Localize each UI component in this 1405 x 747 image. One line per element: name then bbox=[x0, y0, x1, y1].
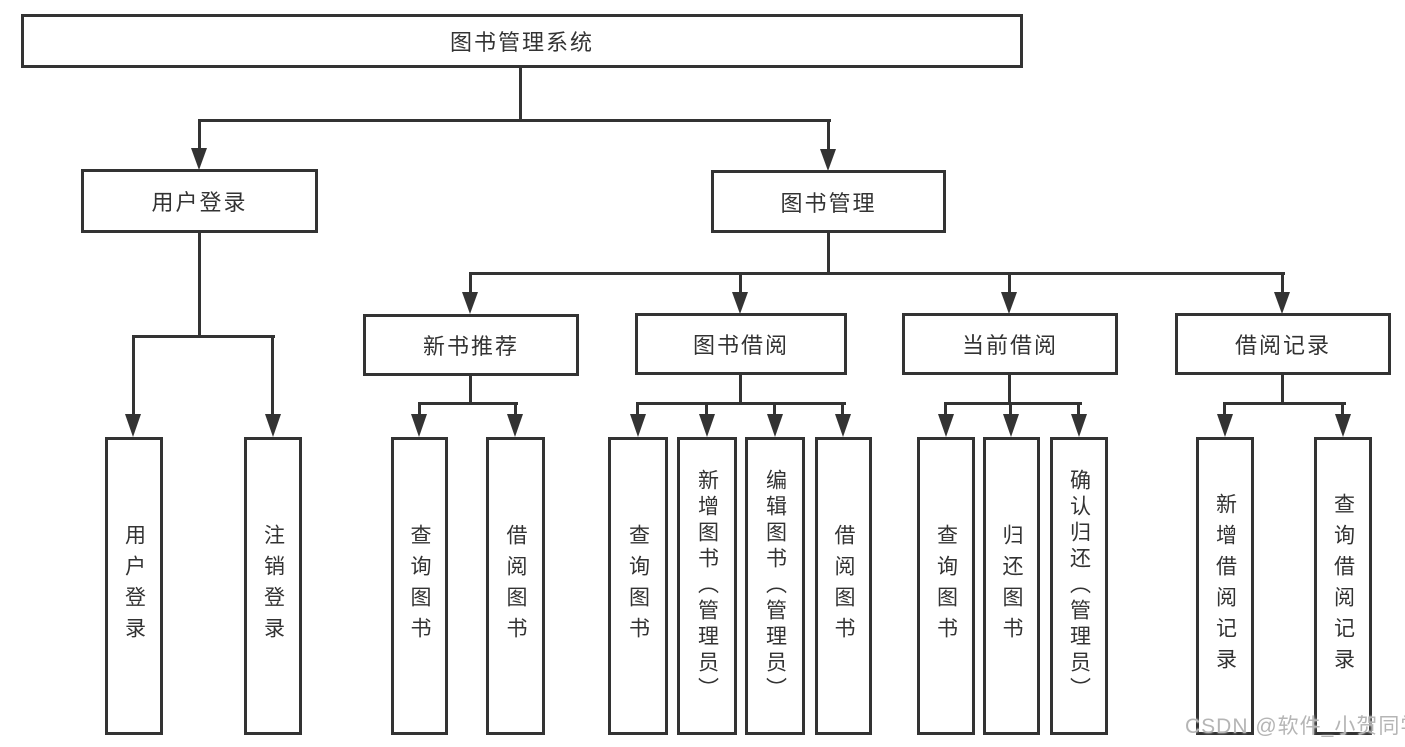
leaf-query-book-3: 查询图书 bbox=[917, 437, 975, 735]
leaf-add-borrow-record: 新增借阅记录 bbox=[1196, 437, 1254, 735]
node-current-borrow: 当前借阅 bbox=[902, 313, 1118, 375]
connector bbox=[1281, 373, 1284, 405]
leaf-add-book-admin: 新增图书（管理员） bbox=[677, 437, 737, 735]
arrowhead bbox=[191, 148, 207, 170]
csdn-watermark: CSDN @软件_小贺同学 bbox=[1185, 715, 1405, 738]
connector bbox=[841, 402, 844, 416]
connector bbox=[132, 335, 135, 417]
arrowhead bbox=[411, 414, 427, 437]
connector bbox=[198, 119, 831, 122]
connector bbox=[636, 402, 639, 416]
leaf-query-book-1: 查询图书 bbox=[391, 437, 448, 735]
leaf-confirm-return-admin: 确认归还（管理员） bbox=[1050, 437, 1108, 735]
connector bbox=[827, 231, 830, 275]
connector bbox=[198, 231, 201, 338]
connector bbox=[132, 335, 275, 338]
node-label: 新书推荐 bbox=[422, 334, 519, 359]
arrowhead bbox=[630, 414, 646, 437]
connector bbox=[739, 272, 742, 294]
connector bbox=[944, 402, 1082, 405]
arrowhead bbox=[1217, 414, 1233, 437]
connector bbox=[418, 402, 421, 416]
leaf-query-book-2: 查询图书 bbox=[608, 437, 668, 735]
arrowhead bbox=[1003, 414, 1019, 437]
connector bbox=[636, 402, 846, 405]
node-label: 新增借阅记录 bbox=[1213, 493, 1237, 679]
arrowhead bbox=[125, 414, 141, 437]
arrowhead bbox=[732, 292, 748, 314]
node-label: 查询借阅记录 bbox=[1331, 493, 1355, 679]
node-user-login: 用户登录 bbox=[81, 169, 318, 233]
node-book-management: 图书管理 bbox=[711, 170, 946, 233]
connector bbox=[519, 66, 522, 121]
node-label: 图书管理系统 bbox=[449, 30, 594, 55]
node-label: 借阅图书 bbox=[504, 524, 527, 648]
connector bbox=[198, 119, 201, 150]
connector bbox=[739, 373, 742, 405]
connector bbox=[1223, 402, 1226, 416]
node-label: 注销登录 bbox=[261, 524, 285, 648]
connector bbox=[271, 335, 274, 417]
leaf-borrow-book-2: 借阅图书 bbox=[815, 437, 872, 735]
connector bbox=[1223, 402, 1346, 405]
node-library-system: 图书管理系统 bbox=[21, 14, 1023, 68]
node-label: 图书管理 bbox=[780, 190, 877, 216]
arrowhead bbox=[265, 414, 281, 437]
connector bbox=[1077, 402, 1080, 416]
node-label: 查询图书 bbox=[408, 524, 431, 648]
leaf-user-login: 用户登录 bbox=[105, 437, 163, 735]
arrowhead bbox=[699, 414, 715, 437]
node-book-borrow: 图书借阅 bbox=[635, 313, 847, 375]
connector bbox=[469, 272, 472, 294]
leaf-logout: 注销登录 bbox=[244, 437, 302, 735]
connector bbox=[944, 402, 947, 416]
node-label: 编辑图书（管理员） bbox=[763, 469, 787, 703]
connector bbox=[1281, 272, 1284, 294]
connector bbox=[418, 402, 518, 405]
node-label: 借阅记录 bbox=[1234, 333, 1331, 358]
connector bbox=[773, 402, 776, 416]
node-label: 当前借阅 bbox=[961, 333, 1058, 358]
arrowhead bbox=[1274, 292, 1290, 314]
arrowhead bbox=[938, 414, 954, 437]
node-label: 确认归还（管理员） bbox=[1067, 469, 1091, 703]
leaf-borrow-book-1: 借阅图书 bbox=[486, 437, 545, 735]
connector bbox=[514, 402, 517, 416]
connector bbox=[1009, 402, 1012, 416]
node-label: 查询图书 bbox=[934, 524, 958, 648]
connector bbox=[469, 374, 472, 405]
leaf-return-book: 归还图书 bbox=[983, 437, 1040, 735]
arrowhead bbox=[507, 414, 523, 437]
node-new-book-recommend: 新书推荐 bbox=[363, 314, 579, 376]
connector bbox=[1341, 402, 1344, 416]
leaf-query-borrow-record: 查询借阅记录 bbox=[1314, 437, 1372, 735]
connector bbox=[1008, 272, 1011, 294]
node-label: 借阅图书 bbox=[832, 524, 855, 648]
arrowhead bbox=[1335, 414, 1351, 437]
arrowhead bbox=[1001, 292, 1017, 314]
node-label: 归还图书 bbox=[1000, 524, 1023, 648]
arrowhead bbox=[767, 414, 783, 437]
arrowhead bbox=[835, 414, 851, 437]
node-label: 新增图书（管理员） bbox=[695, 469, 719, 703]
node-label: 查询图书 bbox=[626, 524, 650, 648]
connector bbox=[705, 402, 708, 416]
connector bbox=[827, 119, 830, 150]
connector bbox=[1008, 373, 1011, 405]
arrowhead bbox=[462, 292, 478, 314]
arrowhead bbox=[820, 149, 836, 171]
node-borrow-records: 借阅记录 bbox=[1175, 313, 1391, 375]
node-label: 用户登录 bbox=[122, 524, 146, 648]
node-label: 用户登录 bbox=[151, 190, 248, 215]
connector bbox=[469, 272, 1285, 275]
leaf-edit-book-admin: 编辑图书（管理员） bbox=[745, 437, 805, 735]
node-label: 图书借阅 bbox=[692, 333, 789, 358]
arrowhead bbox=[1071, 414, 1087, 437]
